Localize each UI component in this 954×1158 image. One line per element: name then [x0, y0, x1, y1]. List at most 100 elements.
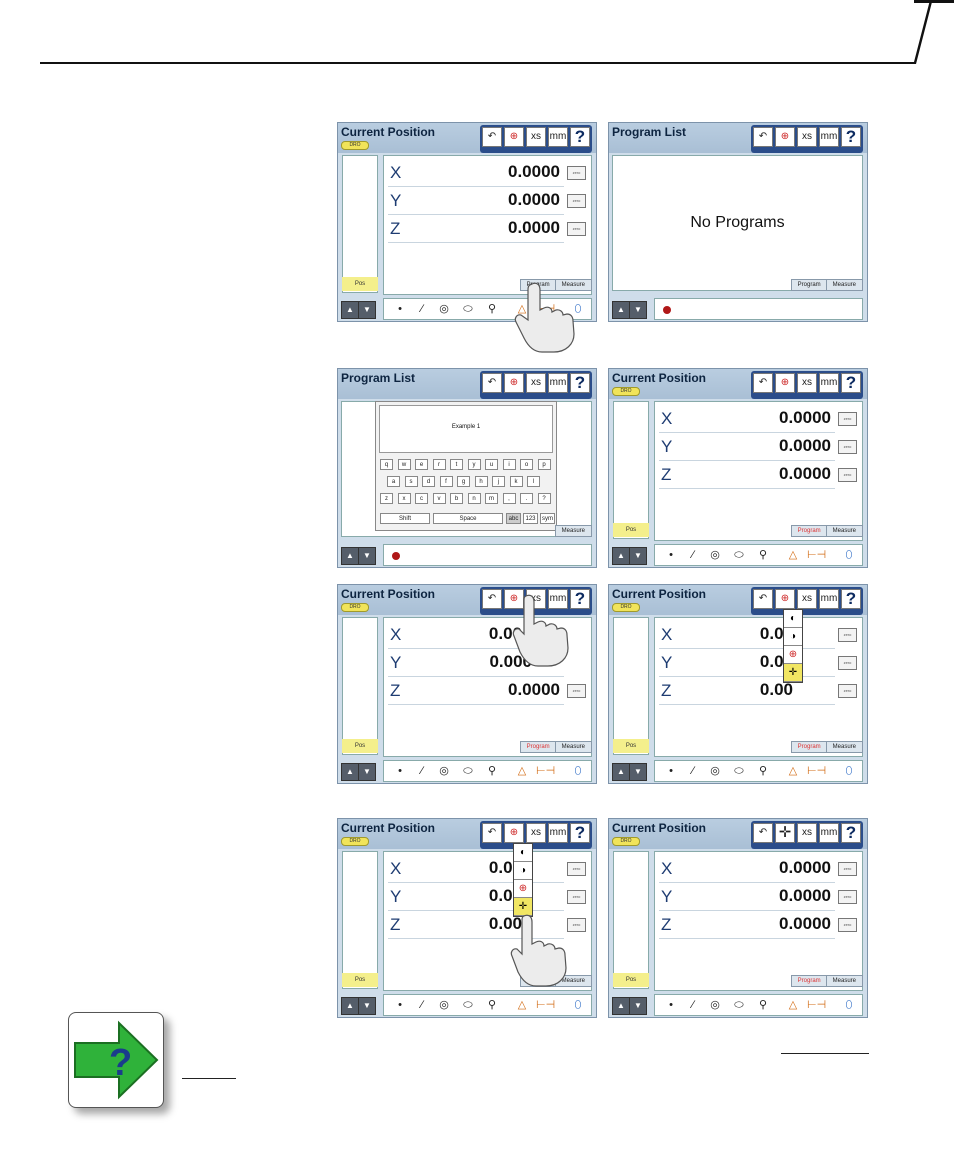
program-list-area[interactable]: No Programs [612, 155, 863, 291]
undo-icon[interactable]: ↶ [482, 127, 502, 147]
units-button[interactable]: mm [819, 589, 839, 609]
shift-key[interactable]: Shift [380, 513, 430, 524]
line-icon[interactable]: ∕ [692, 999, 694, 1011]
scroll-up-icon[interactable]: ▲ [341, 997, 359, 1015]
scroll-down-icon[interactable]: ▼ [358, 547, 376, 565]
manual-crosshair-icon[interactable]: ✛ [784, 664, 802, 682]
zero-button[interactable]: zero [567, 166, 586, 180]
scroll-down-icon[interactable]: ▼ [629, 547, 647, 565]
point-icon[interactable]: • [398, 765, 402, 777]
zero-button[interactable]: zero [567, 684, 586, 698]
point-icon[interactable]: • [669, 999, 673, 1011]
point-icon[interactable]: • [669, 765, 673, 777]
program-name-field[interactable]: Example 1 [379, 405, 553, 453]
zero-button[interactable]: zero [838, 918, 857, 932]
keyboard-key[interactable]: k [509, 476, 523, 487]
zero-button[interactable]: zero [567, 194, 586, 208]
triangle-icon[interactable]: △ [788, 999, 798, 1011]
tab-program[interactable]: Program [790, 741, 828, 753]
record-icon[interactable] [392, 552, 400, 560]
zero-button[interactable]: zero [567, 890, 586, 904]
tab-measure[interactable]: Measure [554, 279, 592, 291]
circle-icon[interactable]: ◎ [439, 765, 449, 777]
eraser-icon[interactable]: ⬯ [845, 999, 853, 1011]
line-icon[interactable]: ∕ [692, 549, 694, 561]
edge-dark-icon[interactable]: ◑ [514, 862, 532, 880]
undo-icon[interactable]: ↶ [753, 127, 773, 147]
keyboard-key[interactable]: t [450, 459, 463, 470]
slot-icon[interactable]: ⬭ [734, 999, 744, 1011]
scroll-up-icon[interactable]: ▲ [341, 301, 359, 319]
distance-icon[interactable]: ⊢⊣ [536, 999, 556, 1011]
distance-icon[interactable]: ⊢⊣ [536, 765, 556, 777]
keyboard-key[interactable]: j [492, 476, 505, 487]
manual-crosshair-icon[interactable]: ✛ [775, 823, 795, 843]
eraser-icon[interactable]: ⬯ [845, 765, 853, 777]
xs-button[interactable]: xs [797, 127, 817, 147]
tab-measure[interactable]: Measure [554, 741, 592, 753]
magic-wand-icon[interactable]: ⚲ [487, 999, 497, 1011]
scroll-up-icon[interactable]: ▲ [612, 547, 630, 565]
zero-button[interactable]: zero [838, 890, 857, 904]
help-button[interactable]: ? [841, 823, 861, 843]
undo-icon[interactable]: ↶ [482, 589, 502, 609]
magic-wand-icon[interactable]: ⚲ [758, 765, 768, 777]
point-icon[interactable]: • [398, 999, 402, 1011]
distance-icon[interactable]: ⊢⊣ [807, 999, 827, 1011]
keyboard-key[interactable]: b [450, 493, 463, 504]
help-button[interactable]: ? [841, 127, 861, 147]
distance-icon[interactable]: ⊢⊣ [807, 765, 827, 777]
zero-button[interactable]: zero [838, 628, 857, 642]
keyboard-key[interactable]: w [397, 459, 411, 470]
keyboard-key[interactable]: y [467, 459, 481, 470]
eraser-icon[interactable]: ⬯ [574, 999, 582, 1011]
crosshair-icon[interactable]: ⊕ [514, 880, 532, 898]
keyboard-key[interactable]: h [474, 476, 488, 487]
mode-key-sym[interactable]: sym [540, 513, 555, 524]
units-button[interactable]: mm [548, 127, 568, 147]
keyboard-key[interactable]: x [397, 493, 411, 504]
record-icon[interactable] [663, 306, 671, 314]
circle-icon[interactable]: ◎ [710, 999, 720, 1011]
slot-icon[interactable]: ⬭ [463, 765, 473, 777]
zero-button[interactable]: zero [567, 222, 586, 236]
tab-program[interactable]: Program [790, 279, 828, 291]
xs-button[interactable]: xs [797, 373, 817, 393]
xs-button[interactable]: xs [797, 589, 817, 609]
scroll-down-icon[interactable]: ▼ [629, 301, 647, 319]
units-button[interactable]: mm [819, 373, 839, 393]
units-button[interactable]: mm [819, 127, 839, 147]
dro-badge[interactable]: DRO [341, 837, 369, 846]
pos-badge[interactable]: Pos [342, 973, 378, 987]
keyboard-key[interactable]: a [387, 476, 400, 487]
keyboard-key[interactable]: , [502, 493, 516, 504]
manual-crosshair-icon[interactable]: ✛ [514, 898, 532, 916]
line-icon[interactable]: ∕ [692, 765, 694, 777]
xs-button[interactable]: xs [526, 127, 546, 147]
xs-button[interactable]: xs [797, 823, 817, 843]
keyboard-key[interactable]: f [439, 476, 453, 487]
crosshair-icon[interactable]: ⊕ [775, 589, 795, 609]
link-underline[interactable] [182, 1078, 236, 1079]
scroll-up-icon[interactable]: ▲ [612, 301, 630, 319]
crosshair-icon[interactable]: ⊕ [775, 373, 795, 393]
pos-badge[interactable]: Pos [342, 277, 378, 291]
keyboard-key[interactable]: r [432, 459, 446, 470]
slot-icon[interactable]: ⬭ [734, 549, 744, 561]
keyboard-key[interactable]: m [485, 493, 498, 504]
help-button[interactable]: ? [570, 589, 590, 609]
help-button[interactable]: ? [570, 823, 590, 843]
keyboard-key[interactable]: z [380, 493, 393, 504]
crosshair-icon[interactable]: ⊕ [504, 127, 524, 147]
slot-icon[interactable]: ⬭ [734, 765, 744, 777]
scroll-up-icon[interactable]: ▲ [341, 547, 359, 565]
magic-wand-icon[interactable]: ⚲ [758, 999, 768, 1011]
tab-measure[interactable]: Measure [825, 741, 863, 753]
slot-icon[interactable]: ⬭ [463, 999, 473, 1011]
zero-button[interactable]: zero [838, 862, 857, 876]
keyboard-key[interactable]: c [415, 493, 428, 504]
undo-icon[interactable]: ↶ [753, 823, 773, 843]
edge-light-icon[interactable]: ◐ [784, 610, 802, 628]
keyboard-key[interactable]: ? [537, 493, 551, 504]
circle-icon[interactable]: ◎ [710, 549, 720, 561]
